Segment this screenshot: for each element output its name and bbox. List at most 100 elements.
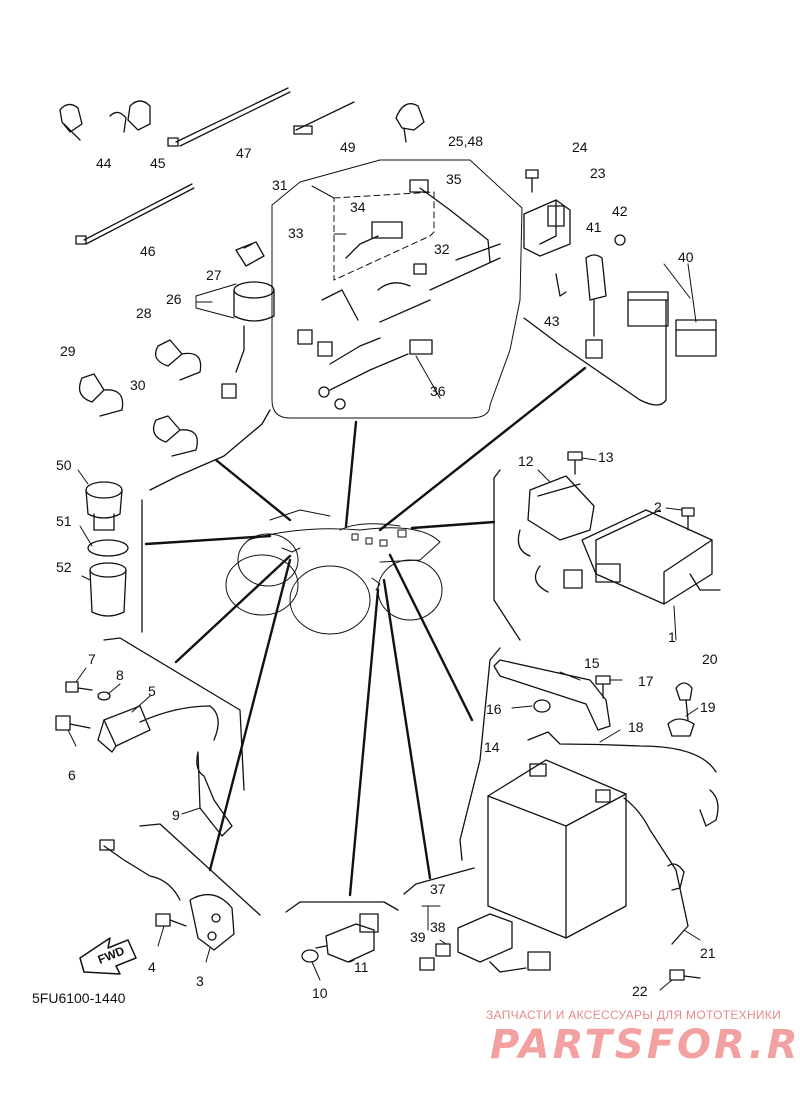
label-2: 2 [654, 499, 662, 515]
washer-8 [97, 691, 111, 701]
bolt-2 [681, 507, 695, 531]
bolt-4 [155, 913, 187, 927]
label-leaders [67, 185, 701, 991]
cover-19 [667, 718, 695, 737]
watermark-caption: ЗАПЧАСТИ И АКСЕССУАРЫ ДЛЯ МОТОТЕХНИКИ [486, 1008, 782, 1022]
diagram-code: 5FU6100-1440 [32, 990, 126, 1006]
plug-cap-30 [152, 415, 198, 457]
battery-band-15 [493, 659, 611, 731]
label-13: 13 [598, 449, 614, 465]
relay-37 [457, 913, 551, 973]
label-3: 3 [196, 973, 204, 989]
cable-tie-49 [293, 101, 355, 135]
plug-cap-28 [154, 339, 202, 381]
rectifier-12 [517, 475, 595, 593]
label-26: 26 [166, 291, 182, 307]
group-border-battery [459, 647, 501, 861]
label-19: 19 [700, 699, 716, 715]
label-27: 27 [206, 267, 222, 283]
cdi-unit-1 [563, 509, 721, 605]
label-28: 28 [136, 305, 152, 321]
damper-39 [419, 957, 435, 971]
label-32: 32 [434, 241, 450, 257]
bolt-24 [525, 169, 539, 193]
cable-tie-46 [75, 183, 195, 245]
bolt-17 [595, 675, 611, 699]
battery-14 [487, 759, 627, 939]
label-23: 23 [590, 165, 606, 181]
label-46: 46 [140, 243, 156, 259]
label-9: 9 [172, 807, 180, 823]
label-6: 6 [68, 767, 76, 783]
label-7: 7 [88, 651, 96, 667]
group-border-coil [103, 637, 245, 791]
damper-38 [435, 943, 451, 957]
relay-40b [675, 319, 717, 357]
clamp-25-48 [395, 103, 425, 143]
label-34: 34 [350, 199, 366, 215]
label-39: 39 [410, 929, 426, 945]
label-20: 20 [702, 651, 718, 667]
label-30: 30 [130, 377, 146, 393]
label-33: 33 [288, 225, 304, 241]
meter-50 [85, 481, 123, 531]
group-border-pickup [139, 823, 261, 916]
label-22: 22 [632, 983, 648, 999]
label-17: 17 [638, 673, 654, 689]
switch-cap-27 [235, 241, 265, 267]
bolt-20 [675, 682, 693, 721]
watermark-logo: PARTSFOR.RU [490, 1022, 800, 1068]
label-47: 47 [236, 145, 252, 161]
label-36: 36 [430, 383, 446, 399]
relay-40a [627, 291, 669, 327]
label-45: 45 [150, 155, 166, 171]
main-switch-26 [221, 281, 275, 399]
label-29: 29 [60, 343, 76, 359]
ring-51 [87, 539, 129, 557]
bracket-43 [555, 273, 567, 297]
group-border-neutral [285, 901, 399, 913]
label-42: 42 [612, 203, 628, 219]
wire-clip-44 [59, 103, 83, 141]
minus-lead-21 [623, 797, 689, 945]
label-44: 44 [96, 155, 112, 171]
group-border-cdi [493, 469, 521, 641]
label-51: 51 [56, 513, 72, 529]
plug-cap-29 [78, 373, 124, 417]
label-4: 4 [148, 959, 156, 975]
label-15: 15 [584, 655, 600, 671]
plug-lead-9 [196, 751, 233, 837]
neutral-switch-11 [315, 913, 379, 963]
bolt-22 [669, 969, 701, 981]
vehicle-outline [225, 509, 443, 635]
group-border-relay [523, 299, 667, 406]
fwd-arrow-icon [79, 937, 137, 975]
bolt-7 [65, 681, 93, 693]
label-50: 50 [56, 457, 72, 473]
group-border-plug [149, 409, 271, 491]
label-24: 24 [572, 139, 588, 155]
label-5: 5 [148, 683, 156, 699]
bolt-13 [567, 451, 583, 475]
label-21: 21 [700, 945, 716, 961]
screw-42 [614, 234, 626, 246]
label-52: 52 [56, 559, 72, 575]
label-25-48: 25,48 [448, 133, 483, 149]
pickup-coil-3 [99, 839, 235, 951]
label-35: 35 [446, 171, 462, 187]
ignition-coil-5 [97, 705, 219, 753]
label-38: 38 [430, 919, 446, 935]
label-12: 12 [518, 453, 534, 469]
part-labels: 44 45 47 49 25,48 46 31 35 34 33 32 36 2… [56, 133, 718, 1001]
label-1: 1 [668, 629, 676, 645]
label-49: 49 [340, 139, 356, 155]
cup-52 [89, 562, 127, 617]
group-border-harness [271, 159, 523, 419]
label-10: 10 [312, 985, 328, 1001]
label-18: 18 [628, 719, 644, 735]
starter-relay-23 [523, 199, 571, 257]
label-37: 37 [430, 881, 446, 897]
gasket-10 [301, 949, 319, 963]
label-40: 40 [678, 249, 694, 265]
